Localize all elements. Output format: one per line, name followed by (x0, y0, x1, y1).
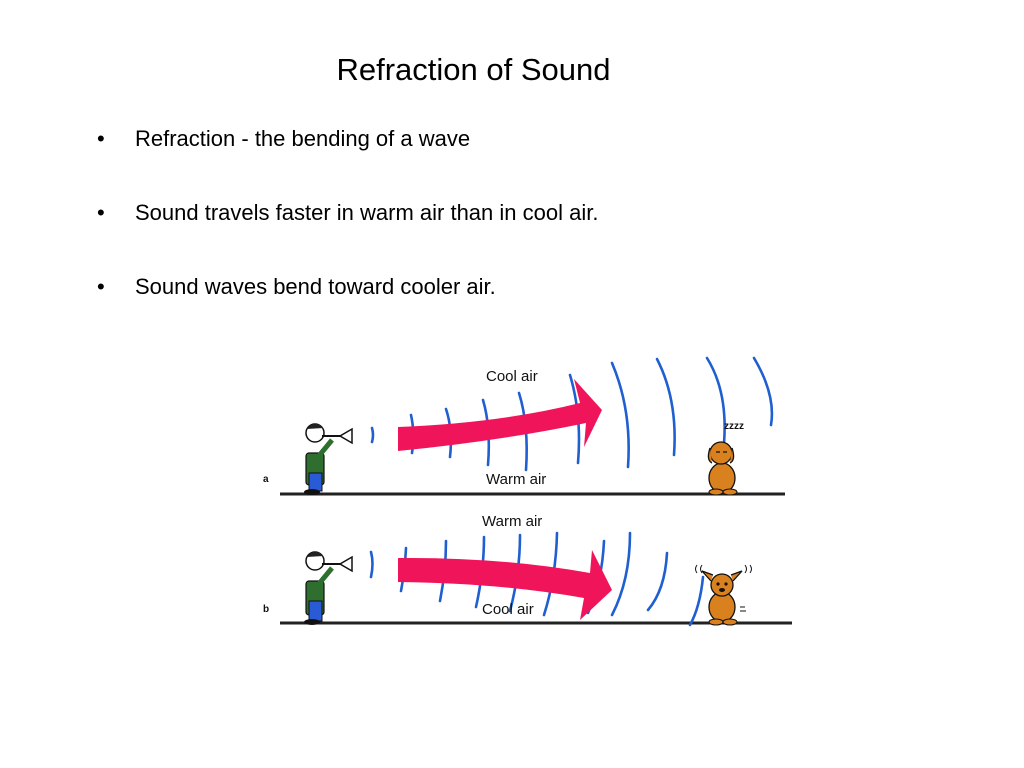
bullet-item: • Refraction - the bending of a wave (97, 124, 598, 154)
panel-a (280, 356, 785, 496)
bullet-dot: • (97, 200, 105, 225)
panel-a-bottom-label: Warm air (486, 471, 547, 488)
bullet-dot: • (97, 126, 105, 151)
panel-a-top-label: Cool air (486, 368, 538, 385)
slide-title: Refraction of Sound (336, 52, 611, 87)
bullet-list: • Refraction - the bending of a wave • S… (97, 124, 598, 346)
arrow-icon (398, 379, 602, 451)
bullet-text: Sound travels faster in warm air than in… (135, 200, 599, 225)
panel-b-letter: b (263, 604, 270, 615)
dog-icon (707, 441, 738, 496)
refraction-illustration (280, 356, 792, 627)
trumpeter-icon (304, 423, 353, 495)
bullet-item: • Sound travels faster in warm air than … (97, 198, 598, 228)
bullet-dot: • (97, 274, 105, 299)
bullet-text: Refraction - the bending of a wave (135, 126, 471, 151)
panel-b-top-label: Warm air (482, 513, 543, 530)
dog-snore-text: zzzz (724, 421, 744, 432)
arrow-icon (398, 550, 612, 620)
panel-b (280, 531, 792, 627)
dog-icon (695, 564, 752, 626)
bullet-text: Sound waves bend toward cooler air. (135, 274, 496, 299)
panel-b-bottom-label: Cool air (482, 601, 534, 618)
trumpeter-icon (304, 551, 353, 625)
panel-a-letter: a (263, 474, 269, 485)
bullet-item: • Sound waves bend toward cooler air. (97, 272, 598, 302)
refraction-figure: Cool air Warm air a zzzz Warm air Cool a… (200, 345, 860, 645)
